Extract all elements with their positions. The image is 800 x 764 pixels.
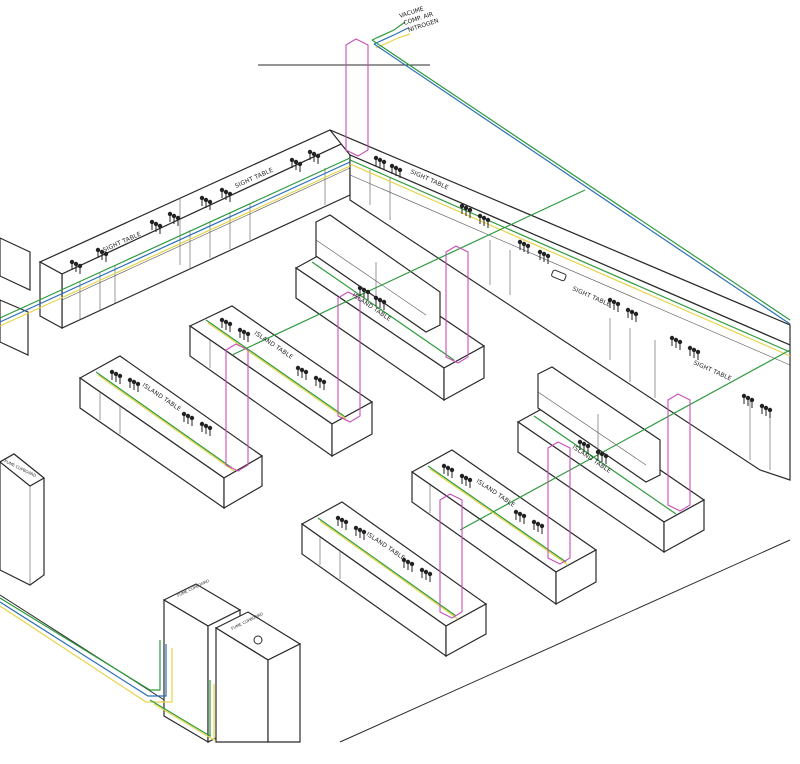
faucet-icon [687,345,701,360]
pipe-vacuum-trunk [371,39,791,321]
faucet-icon [459,203,473,218]
pipe-island-1-n2 [97,374,235,472]
pipe-air-left [0,161,351,323]
faucet-icon [219,317,233,332]
pipe-island-6 [533,415,677,515]
pipe-nitrogen-lead [375,33,411,49]
faucet-icon [477,213,491,228]
shelved-island-2 [516,366,706,554]
faucet-icon [199,421,213,436]
riser-island-5 [445,245,469,364]
fume-cupboard-2 [214,611,302,743]
faucet-icon [741,393,755,408]
riser-island-1 [225,343,249,472]
pipe-air-trunk [373,43,791,325]
pipe-fume-air [0,601,167,697]
pipe-island-3-n2 [319,520,459,620]
pipe-fume-n2 [0,605,173,703]
faucet-icon [513,509,527,524]
shelved-island-1 [294,214,486,402]
riser-island-2 [337,291,361,423]
pipe-vacuum-lead [371,21,406,41]
pipe-nitrogen-left [0,165,351,327]
pipe-fume-vacuum [0,597,161,691]
faucet-icon [127,377,141,392]
sight-table-row-right [329,129,791,481]
pipe-air-lead [373,27,409,45]
left-wall-unit [0,237,31,356]
faucet-icon [625,307,639,322]
pipe-island-4 [427,465,567,563]
faucet-icon [669,335,683,350]
fume-cupboard-left [0,453,46,586]
pipe-nitrogen-right [349,163,791,357]
faucet-clusters [69,149,773,582]
faucet-icon [517,239,531,254]
faucet-icon [149,219,163,234]
sight-table-row-left [38,129,352,330]
faucet-icon [109,369,123,384]
pipe-island-2-n2 [207,322,347,420]
faucet-icon [373,155,387,170]
pipe-vacuum-left [0,157,351,319]
faucet-icon [373,295,387,310]
faucet-icon [459,473,473,488]
faucet-icon [237,327,251,342]
island-table-1 [78,355,264,510]
faucet-icon [167,211,181,226]
pipe-legend: VACUME COMP. AIR NITROGEN [398,5,439,34]
faucet-icon [357,285,371,300]
riser-main [345,38,369,157]
faucet-icon [577,439,591,454]
faucet-icon [595,449,609,464]
pipe-island-1 [95,371,233,469]
faucet-icon [537,249,551,264]
faucet-icon [401,557,415,572]
pipe-island-2 [205,319,345,417]
faucet-icon [313,375,327,390]
faucet-icon [335,515,349,530]
pipe-island-5 [311,261,455,361]
faucet-icon [181,411,195,426]
riser-island-4 [547,441,571,565]
faucet-icon [759,403,773,418]
faucet-icon [441,463,455,478]
faucet-icon [199,195,213,210]
faucet-icon [295,365,309,380]
pipe-vacuum-right [349,159,791,353]
faucet-icon [69,259,83,274]
faucet-icon [353,525,367,540]
faucet-icon [607,297,621,312]
gas-piping [0,21,791,742]
pipe-branch-2 [459,349,791,531]
faucet-icon [289,157,303,172]
faucet-icon [531,519,545,534]
island-table-4 [410,449,598,606]
faucet-icon [307,149,321,164]
faucet-icon [389,163,403,178]
pipe-branch-1 [231,189,586,356]
riser-island-3 [439,493,463,619]
riser-island-6 [667,393,691,512]
faucet-icon [219,187,233,202]
pipe-island-4-n2 [429,468,569,566]
pipe-fume2-vacuum [149,680,211,738]
faucet-icon [419,567,433,582]
pipe-island-3 [317,517,457,617]
faucet-icon [95,247,109,262]
pipe-fume2-n2 [153,684,215,742]
